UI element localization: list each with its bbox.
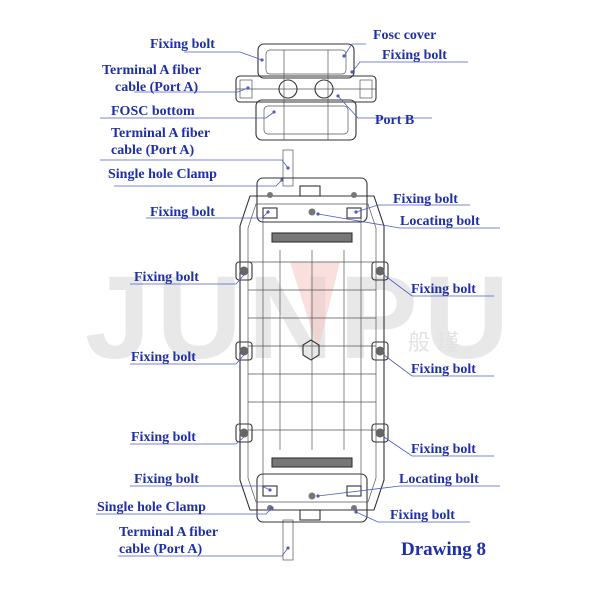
fosc-top-view <box>235 43 377 141</box>
label-single-hole-clamp-bottom: Single hole Clamp <box>97 500 206 515</box>
label-terminal-a-top-line2: cable (Port A) <box>115 80 199 95</box>
fixing-bolt-marker <box>375 428 385 438</box>
label-fixing-bolt-l2: Fixing bolt <box>134 270 199 285</box>
label-fosc-cover: Fosc cover <box>373 28 436 43</box>
label-fixing-bolt-l5: Fixing bolt <box>134 472 199 487</box>
label-fixing-bolt-r1: Fixing bolt <box>393 192 458 207</box>
label-terminal-a-bottom-line2: cable (Port A) <box>119 542 203 557</box>
label-port-b: Port B <box>375 113 414 128</box>
fixing-bolt-marker <box>239 346 249 356</box>
leader-lines <box>96 43 500 557</box>
drawing-title: Drawing 8 <box>401 539 486 560</box>
fixing-bolt-marker <box>239 428 249 438</box>
label-terminal-a-mid-line2: cable (Port A) <box>111 143 195 158</box>
fosc-main-body <box>235 149 389 561</box>
label-fixing-bolt-r3: Fixing bolt <box>411 362 476 377</box>
label-fosc-bottom: FOSC bottom <box>111 104 195 119</box>
watermark-chinese: 般 瑾 <box>408 331 459 356</box>
fixing-bolt-marker <box>375 346 385 356</box>
label-locating-bolt-top: Locating bolt <box>400 214 480 229</box>
label-fixing-bolt-r5: Fixing bolt <box>390 508 455 523</box>
label-single-hole-clamp-top: Single hole Clamp <box>108 167 217 182</box>
label-terminal-a-top-line1: Terminal A fiber <box>102 63 201 78</box>
label-locating-bolt-bottom: Locating bolt <box>399 472 479 487</box>
label-fixing-bolt-l1: Fixing bolt <box>150 205 215 220</box>
label-fixing-bolt-r4: Fixing bolt <box>411 442 476 457</box>
fixing-bolt-marker <box>239 266 249 276</box>
label-terminal-a-bottom-line1: Terminal A fiber <box>119 525 218 540</box>
labels: Fixing bolt Fosc cover Fixing bolt Termi… <box>97 28 486 560</box>
leader-dots <box>246 54 358 550</box>
watermark-logo-mark <box>290 262 340 350</box>
label-fixing-bolt-top-right: Fixing bolt <box>382 48 447 63</box>
label-fixing-bolt-l4: Fixing bolt <box>131 430 196 445</box>
label-fixing-bolt-l3: Fixing bolt <box>131 350 196 365</box>
fixing-bolt-marker <box>375 266 385 276</box>
label-fixing-bolt-top-left: Fixing bolt <box>150 37 215 52</box>
label-fixing-bolt-r2: Fixing bolt <box>411 282 476 297</box>
label-terminal-a-mid-line1: Terminal A fiber <box>111 126 210 141</box>
